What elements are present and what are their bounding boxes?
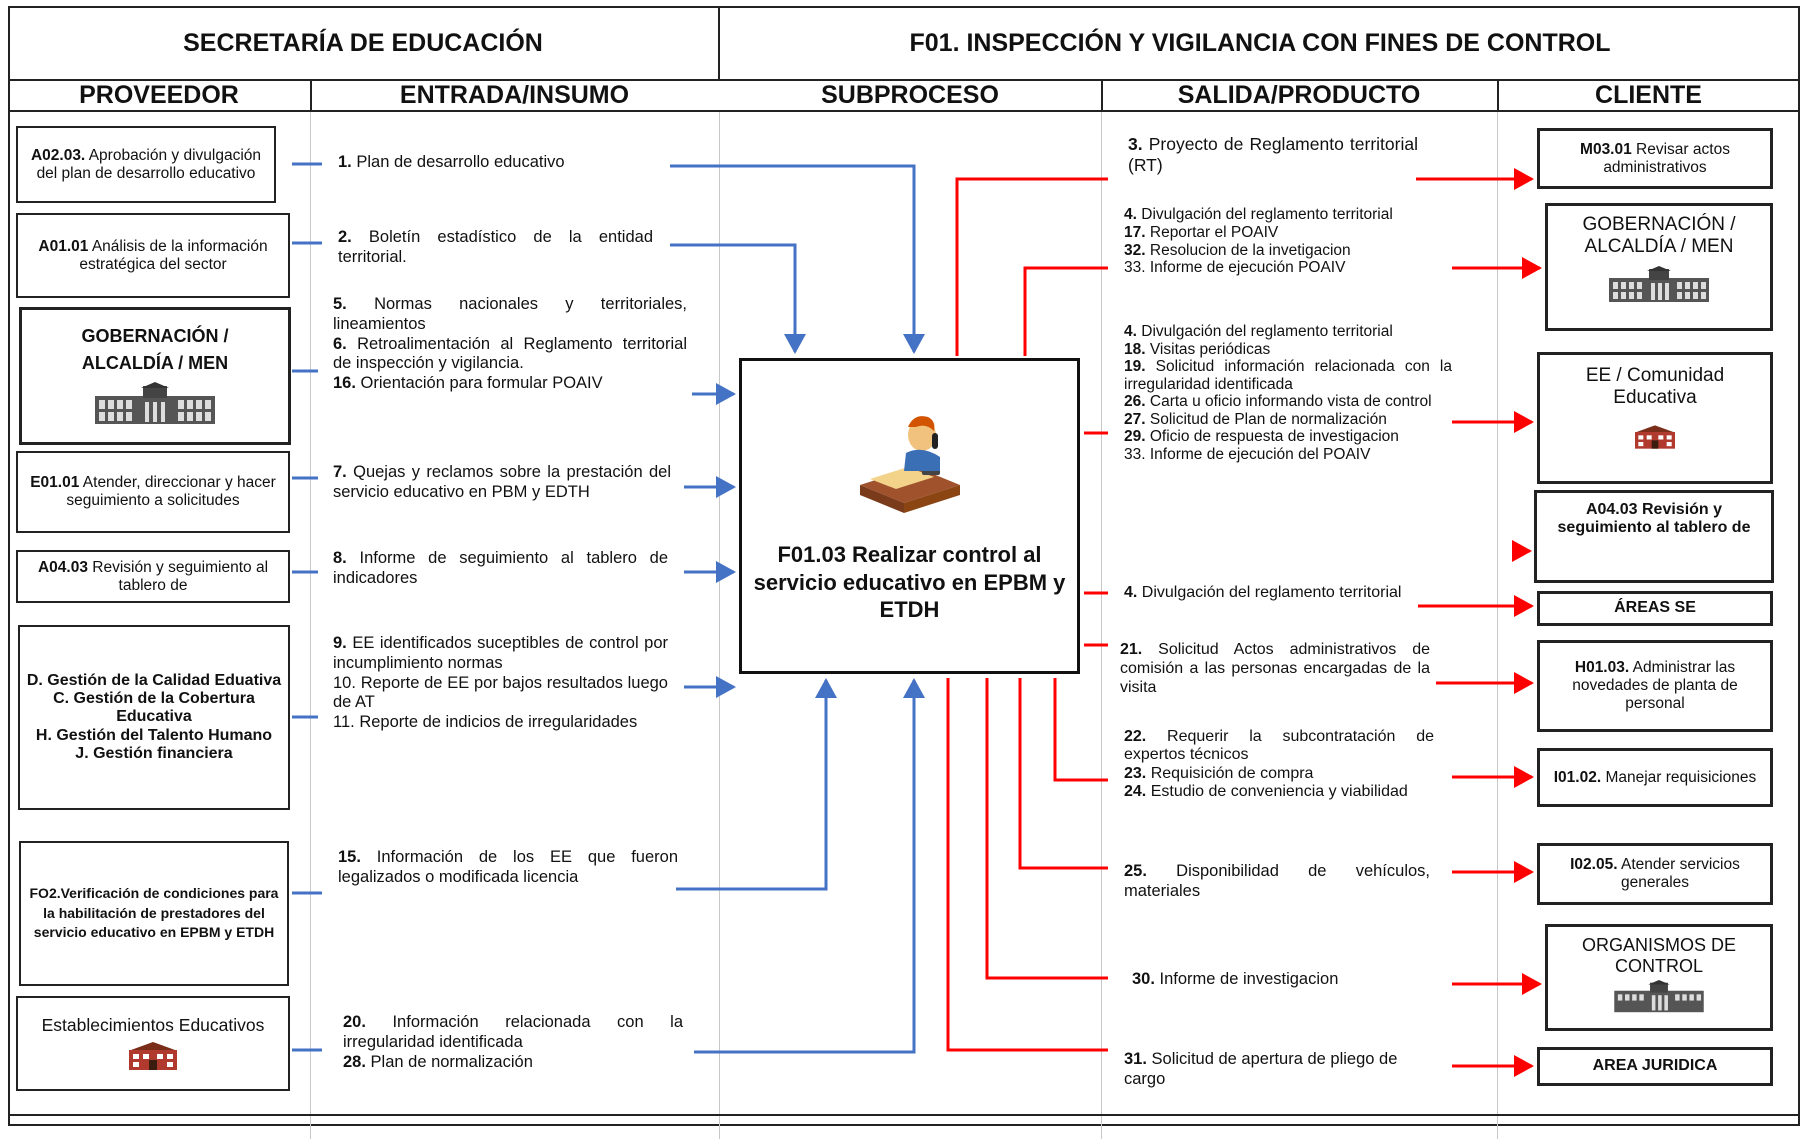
client-box: M03.01 Revisar actos administrativos: [1537, 128, 1773, 189]
government-building-icon: [95, 381, 215, 424]
client-box: EE / Comunidad Educativa: [1537, 352, 1773, 484]
subprocess-title: F01.03 Realizar control al servicio educ…: [753, 542, 1066, 622]
header-divider: [718, 6, 720, 80]
client-box: I02.05. Atender servicios generales: [1537, 843, 1773, 905]
header-line: [8, 110, 1800, 112]
client-box: H01.03. Administrar las novedades de pla…: [1537, 640, 1773, 732]
input-group: 9. EE identificados suceptibles de contr…: [333, 634, 668, 732]
output-line: [1053, 678, 1108, 782]
guide-line: [1101, 110, 1102, 1139]
school-building-icon: [129, 1041, 177, 1070]
person-on-phone-icon: [860, 416, 960, 513]
output-line: [946, 678, 1108, 1052]
output-group: 4. Divulgación del reglamento territoria…: [1124, 206, 1393, 277]
client-box: ÁREAS SE: [1537, 591, 1773, 626]
output-item: 4. Divulgación del reglamento territoria…: [1124, 584, 1402, 601]
provider-box: A01.01 Análisis de la información estrat…: [16, 213, 290, 298]
output-line: [1018, 678, 1108, 870]
bottom-line: [8, 1114, 1800, 1116]
col-header-subproceso: SUBPROCESO: [821, 80, 999, 109]
client-box: GOBERNACIÓN / ALCALDÍA / MEN: [1545, 203, 1773, 331]
provider-box: A04.03 Revisión y seguimiento al tablero…: [16, 550, 290, 603]
output-item: 31. Solicitud de apertura de pliego de c…: [1124, 1050, 1398, 1088]
client-box: AREA JURIDICA: [1537, 1047, 1773, 1086]
government-building-icon: [1609, 265, 1709, 302]
col-header-salida: SALIDA/PRODUCTO: [1177, 80, 1421, 109]
col-divider: [1101, 80, 1103, 110]
output-line: [1023, 266, 1108, 356]
left-title: SECRETARÍA DE EDUCACIÓN: [183, 29, 543, 57]
client-box: A04.03 Revisión y seguimiento al tablero…: [1534, 490, 1774, 583]
col-divider: [1497, 80, 1499, 110]
input-item: 2. Boletín estadístico de la entidad ter…: [338, 228, 653, 266]
output-group: 4. Divulgación del reglamento territoria…: [1124, 323, 1452, 463]
output-line: [955, 177, 1108, 356]
input-arrow: [676, 678, 837, 891]
right-title: F01. INSPECCIÓN Y VIGILANCIA CON FINES D…: [909, 29, 1611, 57]
diagram-frame: [8, 6, 1800, 1126]
input-item: 15. Información de los EE que fueron leg…: [338, 848, 678, 886]
input-group: 20. Información relacionada con la irreg…: [343, 1013, 683, 1071]
input-arrow: [670, 164, 925, 354]
input-arrow: [670, 243, 806, 354]
provider-box: Establecimientos Educativos: [16, 996, 290, 1091]
guide-line: [719, 110, 720, 1139]
input-arrow: [694, 678, 925, 1054]
output-item: 21. Solicitud Actos administrativos de c…: [1120, 641, 1430, 697]
col-header-proveedor: PROVEEDOR: [79, 80, 239, 109]
provider-box: E01.01 Atender, direccionar y hacer segu…: [16, 451, 290, 533]
subprocess-box: F01.03 Realizar control al servicio educ…: [739, 358, 1080, 674]
input-item: 8. Informe de seguimiento al tablero de …: [333, 549, 669, 587]
guide-line: [1497, 110, 1498, 1139]
col-header-entrada: ENTRADA/INSUMO: [399, 80, 630, 109]
government-building-icon: [1614, 980, 1704, 1013]
col-divider: [310, 80, 312, 110]
output-line: [985, 678, 1108, 980]
input-item: 7. Quejas y reclamos sobre la prestación…: [333, 463, 671, 501]
output-group: 22. Requerir la subcontratación de exper…: [1124, 728, 1434, 801]
provider-box: D. Gestión de la Calidad Eduativa C. Ges…: [18, 625, 290, 810]
provider-box: FO2.Verificación de condiciones para la …: [19, 841, 289, 986]
output-item: 25. Disponibilidad de vehículos, materia…: [1124, 862, 1430, 900]
school-building-icon: [1635, 425, 1675, 449]
input-item: 1. Plan de desarrollo educativo: [338, 153, 565, 171]
client-box: I01.02. Manejar requisiciones: [1537, 748, 1773, 807]
col-header-cliente: CLIENTE: [1595, 80, 1702, 109]
provider-box: GOBERNACIÓN / ALCALDÍA / MEN: [19, 307, 291, 445]
guide-line: [310, 110, 311, 1139]
client-box: ORGANISMOS DE CONTROL: [1545, 924, 1773, 1031]
output-item: 30. Informe de investigacion: [1132, 970, 1339, 988]
output-item: 3. Proyecto de Reglamento territorial (R…: [1128, 134, 1418, 175]
provider-box: A02.03. Aprobación y divulgación del pla…: [16, 126, 276, 203]
header-line: [8, 79, 1800, 81]
input-group: 5. Normas nacionales y territoriales, li…: [333, 295, 688, 393]
